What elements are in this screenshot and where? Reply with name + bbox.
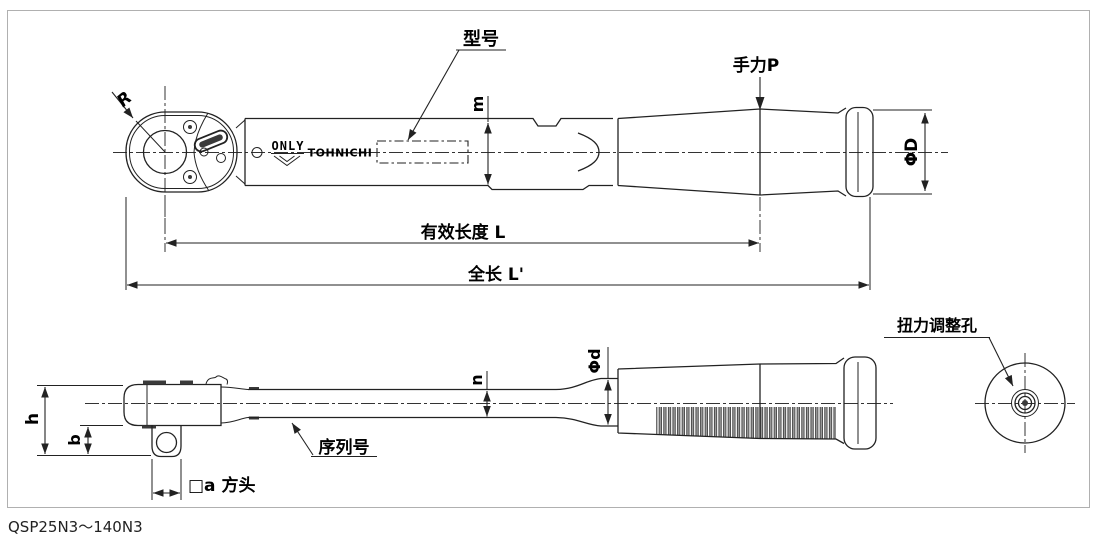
square-drive-hole [155, 431, 178, 454]
ratchet-head-inner-outline [129, 115, 234, 189]
n-label: n [467, 374, 486, 385]
top-view-drawing [113, 86, 948, 230]
head-profile-outline [123, 383, 222, 427]
ratchet-head-outline [125, 111, 238, 193]
overall-length-label: 全长 L' [467, 264, 524, 285]
top-view-dimensions [111, 49, 932, 290]
ratchet-lever-profile [205, 375, 228, 385]
effective-length-label: 有效长度 L [421, 222, 506, 243]
head-beam-joint [235, 119, 246, 185]
beam-hole [251, 147, 263, 158]
model-label: 型号 [463, 28, 499, 50]
adjust-hole-ring-2 [1017, 395, 1033, 411]
beam-bottom-edge [245, 184, 613, 191]
adjust-hole-outer-ring [1011, 389, 1039, 417]
handle-grip-ribs [656, 407, 836, 439]
drive-socket-circle [142, 129, 188, 175]
phid-label: Φd [585, 348, 604, 373]
b-label: b [65, 434, 84, 445]
model-plate-dashed-rect [376, 140, 469, 164]
figure-caption: QSP25N3〜140N3 [8, 518, 143, 536]
head-cover-curve [193, 112, 210, 192]
head-pin-small-2 [216, 153, 226, 163]
only-text: ONLY [272, 139, 305, 153]
head-top-plate-2 [180, 380, 193, 385]
shaft-flare [555, 377, 618, 427]
torque-adjust-hole-label: 扭力调整孔 [897, 316, 977, 335]
square-drive-outline [151, 425, 182, 458]
head-top-plate-1 [143, 380, 166, 385]
head-screw-top [183, 120, 197, 134]
handle-bottom-end-cap [843, 356, 877, 450]
handle-outline [617, 107, 847, 197]
tohnichi-brand-text: TOHNICHI [308, 147, 373, 160]
head-pin-small [199, 147, 209, 157]
beam-top-edge [245, 117, 613, 127]
hand-force-arrowhead [755, 97, 765, 110]
end-view-drawing [884, 337, 1075, 453]
figure-border [7, 10, 1090, 508]
head-shaft-neck [220, 386, 249, 424]
only-direction-arrow-icon [273, 155, 301, 167]
m-label: m [468, 96, 487, 113]
hand-force-label: 手力P [733, 55, 779, 76]
radius-leader [111, 91, 134, 119]
head-screw-bottom [183, 170, 197, 184]
bottom-view-drawing [85, 356, 893, 458]
phiD-label: ΦD [902, 138, 922, 167]
adjust-hole-center [1022, 400, 1028, 406]
serial-leader [291, 422, 314, 456]
radius-line [135, 120, 166, 153]
bottom-view-dimensions [37, 347, 612, 500]
adjust-hole-leader [988, 337, 1014, 387]
spring-curve [577, 132, 600, 172]
head-screw-top-dot [188, 125, 192, 129]
serial-number-label: 序列号 [319, 437, 370, 458]
ratchet-slot [193, 129, 229, 153]
head-screw-bottom-dot [188, 175, 192, 179]
handle-bottom-outline [617, 357, 845, 445]
head-bottom-tick [142, 425, 156, 429]
adjust-hole-ring-1 [1014, 392, 1036, 414]
handle-end-cap [845, 106, 874, 198]
h-label: h [23, 413, 43, 425]
model-leader [407, 49, 460, 141]
end-view-circle [984, 362, 1066, 444]
shaft-tick-top [249, 387, 259, 390]
square-drive-label: □a 方头 [188, 475, 255, 496]
